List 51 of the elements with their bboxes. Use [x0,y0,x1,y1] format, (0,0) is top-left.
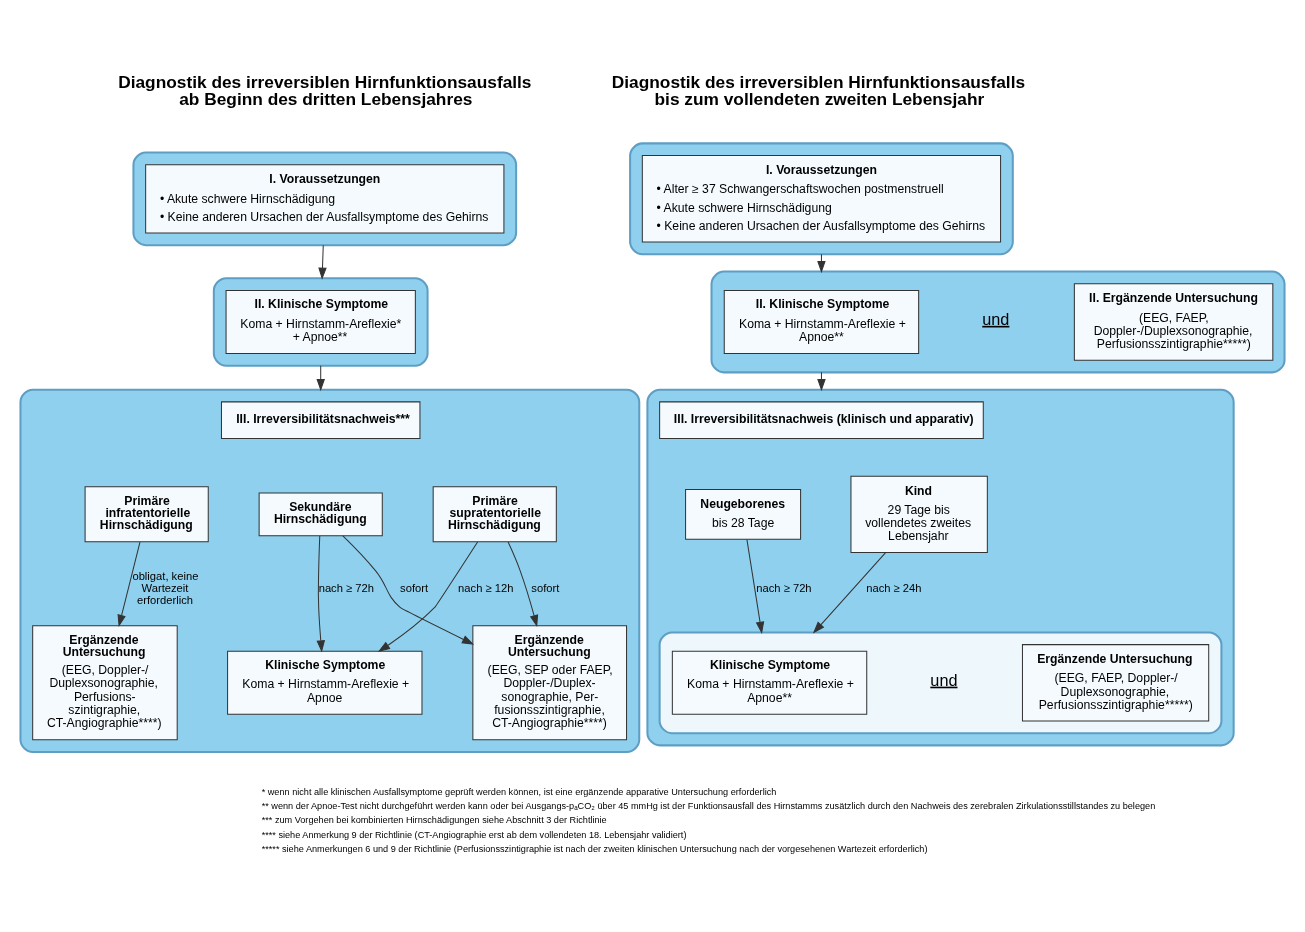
cluster [646,388,1235,747]
label: ***** siehe Anmerkungen 6 und 9 der Richtlinie (Perfusionsszintigraphie ist nach der zweiten klinischen Untersuchung nach der vorgesehenen Wartezeit erforderlich) [261,843,928,854]
arrow [318,244,327,280]
arrow [377,541,479,652]
node-box: Primäre supratentorielle Hirnschädigung [432,486,557,543]
cluster [710,270,1286,374]
arrow [316,535,326,653]
edge-label: sofort [400,582,429,594]
label: **** siehe Anmerkung 9 der Richtlinie (CT-Angiographie erst ab dem vollendeten 18. Lebensjahr validiert) [261,829,687,840]
edge-label: nach ≥ 12h [458,582,514,594]
label: und [982,309,1010,328]
node-box: Klinische Symptome Koma + Hirnstamm-Areflexie + Apnoe** [671,650,868,715]
edge-label: nach ≥ 72h [318,582,374,594]
label: * wenn nicht alle klinischen Ausfallsymptome geprüft werden können, ist eine ergänzende apparative Untersuchung erforderlich [261,786,777,797]
node-box: Kind 29 Tage bis vollendetes zweites Lebensjahr [850,475,988,553]
arrow [746,539,765,634]
node-box: Klinische Symptome Koma + Hirnstamm-Areflexie + Apnoe [227,650,423,715]
node-box: I. Voraussetzungen • Akute schwere Hirnschädigung • Keine anderen Ursachen der Ausfallsymptome des Gehirns [145,164,505,234]
node-box: I. Voraussetzungen • Alter ≥ 37 Schwangerschaftswochen postmenstruell • Akute schwere Hirnschädigung • Keine anderen Ursachen der Ausfallsymptome des Gehirns [641,155,1002,243]
label: und [930,670,958,689]
arrow [117,541,141,627]
node-box: II. Ergänzende Untersuchung (EEG, FAEP, Doppler-/Duplexsonographie, Perfusionsszintigraphie*****) [1073,283,1274,361]
arrow [507,541,539,628]
node-box: Ergänzende Untersuchung (EEG, Doppler-/ Duplexsonographie, Perfusions- szintigraphie, CT-Angiographie****) [32,625,178,741]
label: ** wenn der Apnoe-Test nicht durchgeführt werden kann oder bei Ausgangs-pₐCO₂ über 45 mmHg ist der Funktionsausfall des Hirnstamms zusätzlich durch den Nachweis des zerebralen Zirkulationsstillstandes zu belegen [261,801,1156,812]
cluster [19,388,641,753]
node-box: Ergänzende Untersuchung (EEG, SEP oder FAEP, Doppler-/Duplex- sonographie, Per- fusionsszintigraphie, CT-Angiographie****) [472,625,628,741]
node-box: III. Irreversibilitätsnachweis (klinisch und apparativ) [659,401,984,440]
edge-label: obligat, keine Wartezeit erforderlich [132,569,199,607]
arrow [316,365,325,392]
edge-label: nach ≥ 24h [866,582,922,594]
node-box: III. Irreversibilitätsnachweis*** [220,401,421,440]
node-box: II. Klinische Symptome Koma + Hirnstamm-Areflexie* + Apnoe** [225,289,416,355]
node-box: Neugeborenes bis 28 Tage [685,488,802,540]
cluster [629,142,1014,256]
node-box: Sekundäre Hirnschädigung [258,492,383,537]
node-box: Primäre infratentorielle Hirnschädigung [84,486,209,543]
cluster [658,631,1223,735]
cluster [132,151,518,247]
label: *** zum Vorgehen bei kombinierten Hirnschädigungen siehe Abschnitt 3 der Richtlinie [261,815,607,826]
label: Diagnostik des irreversiblen Hirnfunktionsausfalls ab Beginn des dritten Lebensjahres [118,72,532,110]
edge-label: nach ≥ 72h [756,582,812,594]
edge-label: sofort [531,582,560,594]
arrow [817,371,826,392]
arrow [342,535,475,645]
arrow [817,253,826,274]
node-box: Ergänzende Untersuchung (EEG, FAEP, Doppler-/ Duplexsonographie, Perfusionsszintigraphie*****) [1021,644,1210,722]
label: Diagnostik des irreversiblen Hirnfunktionsausfalls bis zum vollendeten zweiten Lebensjahr [611,72,1026,110]
cluster [212,277,429,367]
node-box: II. Klinische Symptome Koma + Hirnstamm-Areflexie + Apnoe** [723,289,920,355]
arrow [812,552,887,634]
